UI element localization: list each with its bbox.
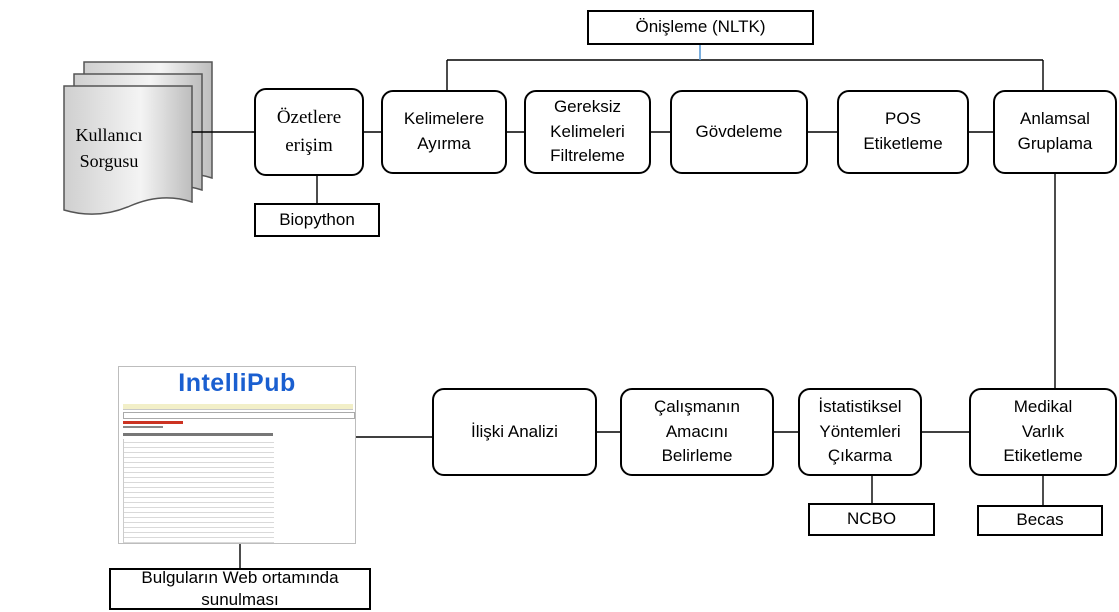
biopython-box: Biopython	[254, 203, 380, 237]
relation-analysis-box: İlişki Analizi	[432, 388, 597, 476]
stopword-filter-box: Gereksiz Kelimeleri Filtreleme	[524, 90, 651, 174]
becas-box: Becas	[977, 505, 1103, 536]
ncbo-box: NCBO	[808, 503, 935, 536]
tokenization-box: Kelimelere Ayırma	[381, 90, 507, 174]
intellipub-logo: IntelliPub	[178, 369, 296, 397]
semantic-grouping-box: Anlamsal Gruplama	[993, 90, 1117, 174]
screenshot-tab-strip	[123, 412, 355, 419]
screenshot-search-bar	[123, 404, 353, 410]
preprocessing-box: Önişleme (NLTK)	[587, 10, 814, 45]
user-query-document-stack-icon	[63, 61, 213, 215]
intellipub-screenshot: IntelliPub	[118, 366, 356, 544]
study-purpose-box: Çalışmanın Amacını Belirleme	[620, 388, 774, 476]
abstract-access-box: Özetlere erişim	[254, 88, 364, 176]
screenshot-table-header	[123, 433, 273, 436]
screenshot-count-line	[123, 426, 163, 428]
statistical-methods-box: İstatistiksel Yöntemleri Çıkarma	[798, 388, 922, 476]
user-query-label: Kullanıcı Sorgusu	[75, 125, 143, 172]
web-presentation-box: Bulguların Web ortamında sunulması	[109, 568, 371, 610]
medical-entity-tagging-box: Medikal Varlık Etiketleme	[969, 388, 1117, 476]
screenshot-table-rows	[123, 439, 274, 543]
screenshot-query-line	[123, 421, 183, 424]
pos-tagging-box: POS Etiketleme	[837, 90, 969, 174]
stemming-box: Gövdeleme	[670, 90, 808, 174]
